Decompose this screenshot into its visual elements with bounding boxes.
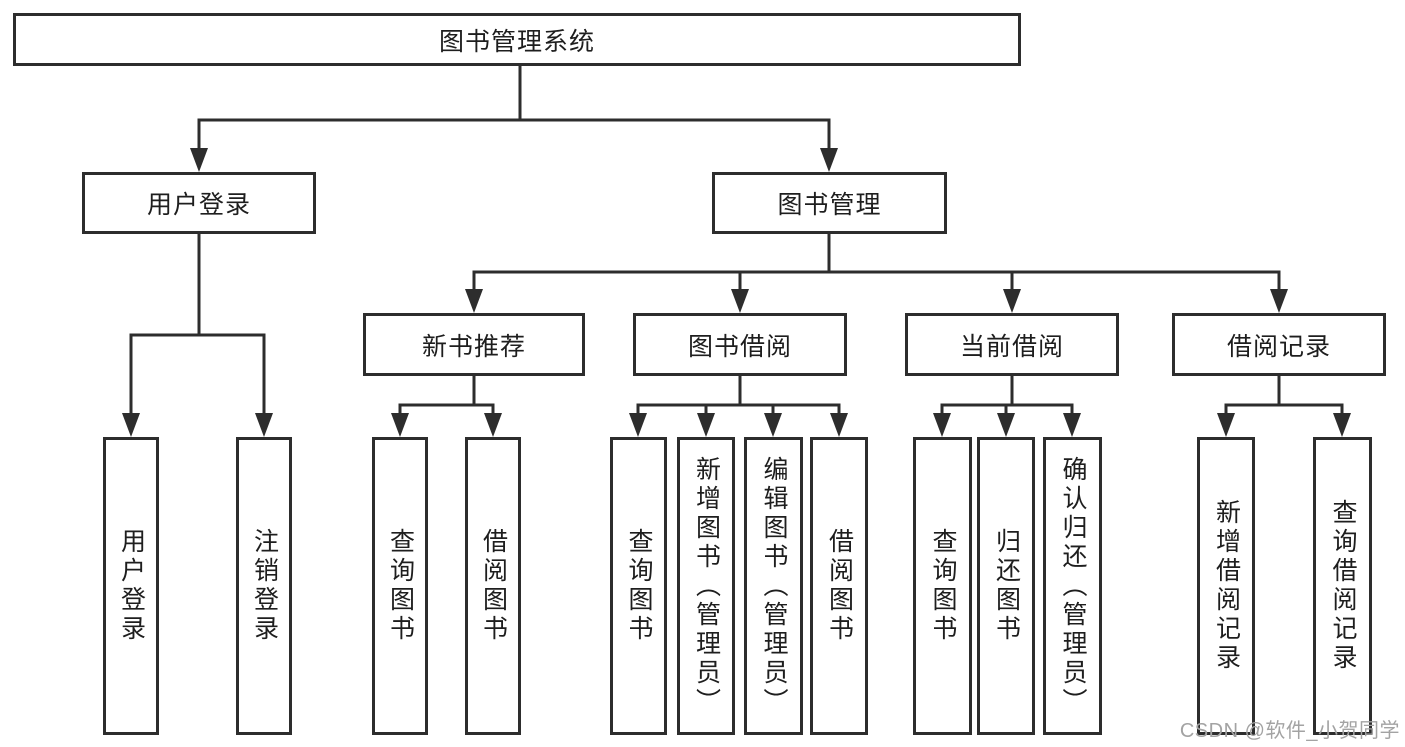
leaf-add-borrow-record-label: 新增借阅记录 (1212, 499, 1241, 673)
leaf-query-book-3-label: 查询图书 (929, 528, 957, 644)
node-user-login: 用户登录 (82, 172, 316, 234)
leaf-add-borrow-record: 新增借阅记录 (1197, 437, 1255, 735)
node-root-label: 图书管理系统 (438, 27, 595, 56)
leaf-query-borrow-record: 查询借阅记录 (1313, 437, 1372, 735)
leaf-borrow-book-1: 借阅图书 (465, 437, 521, 735)
node-book-management: 图书管理 (712, 172, 947, 234)
watermark: CSDN @软件_小贺同学 (1179, 720, 1400, 742)
leaf-logout-login-label: 注销登录 (250, 528, 279, 644)
leaf-confirm-return-admin-label: 确认归还（管理员） (1059, 455, 1087, 717)
leaf-add-book-admin: 新增图书（管理员） (677, 437, 735, 735)
node-new-book-recommend: 新书推荐 (363, 313, 585, 376)
leaf-return-book-label: 归还图书 (992, 528, 1021, 644)
node-new-book-recommend-label: 新书推荐 (421, 332, 526, 361)
leaf-edit-book-admin-label: 编辑图书（管理员） (760, 455, 788, 717)
node-book-management-label: 图书管理 (777, 191, 882, 219)
leaf-edit-book-admin: 编辑图书（管理员） (744, 437, 803, 735)
leaf-query-book-1: 查询图书 (372, 437, 428, 735)
leaf-add-book-admin-label: 新增图书（管理员） (692, 455, 721, 717)
node-current-borrow: 当前借阅 (905, 313, 1119, 376)
leaf-borrow-book-2-label: 借阅图书 (825, 528, 854, 644)
node-borrow-records-label: 借阅记录 (1226, 332, 1331, 361)
leaf-borrow-book-1-label: 借阅图书 (479, 528, 508, 644)
node-user-login-label: 用户登录 (146, 191, 251, 219)
leaf-return-book: 归还图书 (977, 437, 1035, 735)
leaf-user-login-label: 用户登录 (117, 528, 146, 644)
node-current-borrow-label: 当前借阅 (959, 332, 1064, 361)
leaf-query-book-2: 查询图书 (610, 437, 667, 735)
node-book-borrow: 图书借阅 (633, 313, 847, 376)
leaf-logout-login: 注销登录 (236, 437, 292, 735)
leaf-confirm-return-admin: 确认归还（管理员） (1043, 437, 1102, 735)
leaf-user-login: 用户登录 (103, 437, 159, 735)
node-root: 图书管理系统 (13, 13, 1021, 66)
leaf-query-borrow-record-label: 查询借阅记录 (1329, 499, 1357, 673)
leaf-borrow-book-2: 借阅图书 (810, 437, 868, 735)
node-book-borrow-label: 图书借阅 (687, 332, 792, 361)
node-borrow-records: 借阅记录 (1172, 313, 1386, 376)
leaf-query-book-3: 查询图书 (913, 437, 972, 735)
leaf-query-book-1-label: 查询图书 (386, 528, 415, 644)
leaf-query-book-2-label: 查询图书 (625, 528, 653, 644)
